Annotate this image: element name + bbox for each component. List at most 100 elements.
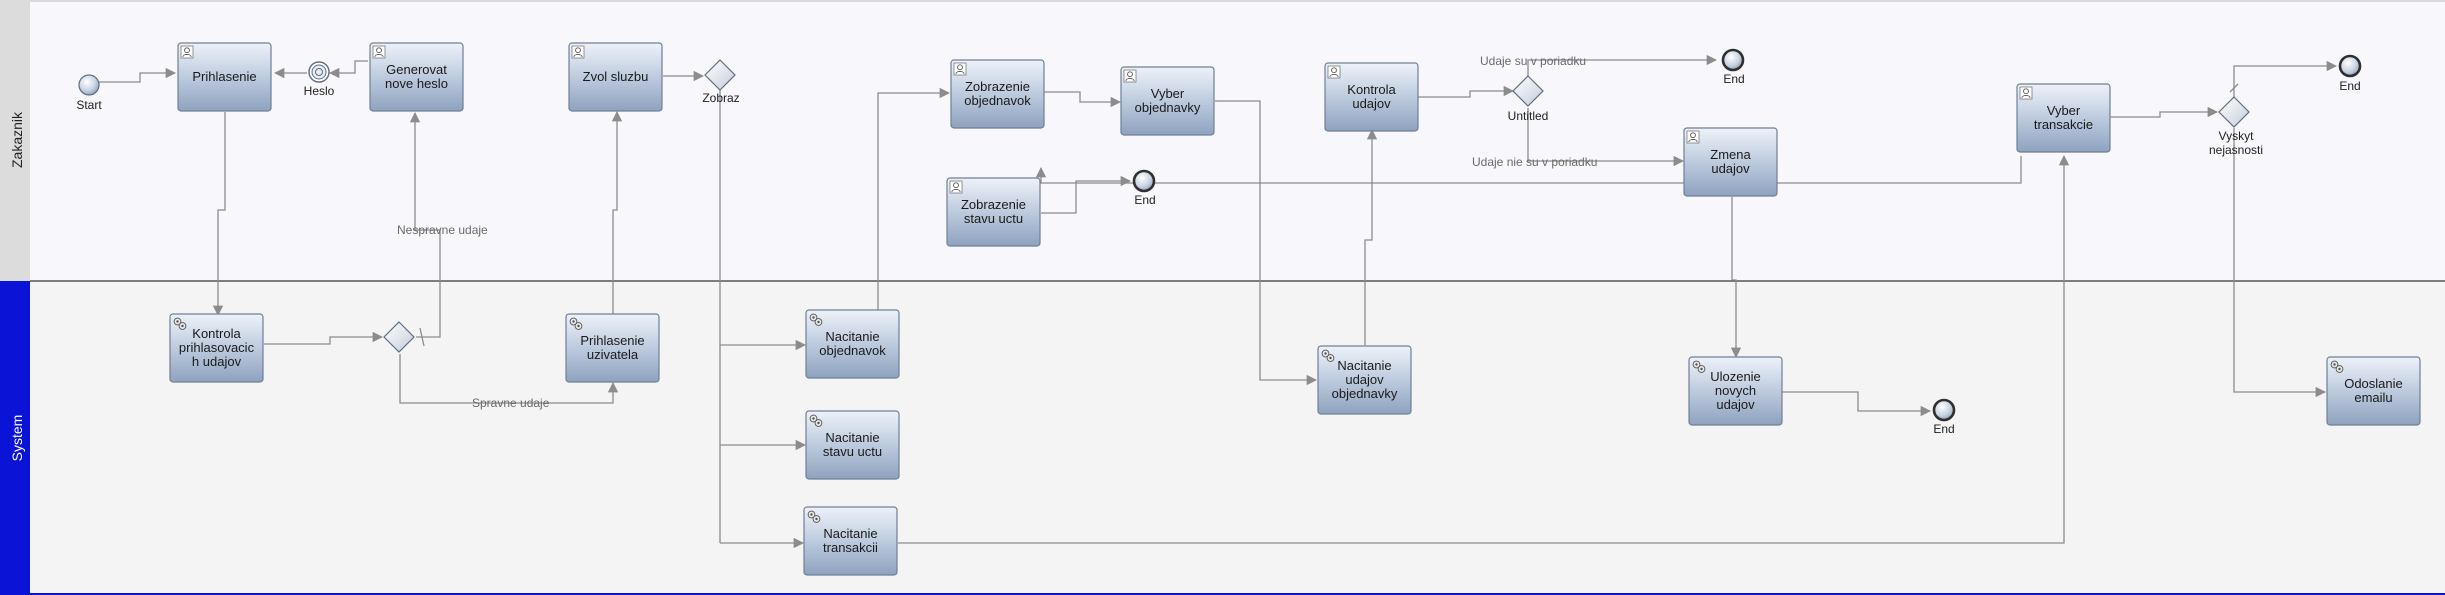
task-ulozenie-novych-udajov-label-1: Ulozenie	[1710, 369, 1761, 384]
gateway-zobraz-label: Zobraz	[702, 91, 739, 105]
task-prihlasenie-uzivatela-box	[565, 313, 660, 383]
flow-nacitanie-stav-zobrazenie[interactable]	[1035, 156, 2022, 184]
heslo-intermediate-event[interactable]: Heslo	[304, 61, 335, 98]
lane-zakaznik-title: Zakaznik	[9, 111, 25, 168]
flow-kontrola-gateway[interactable]	[264, 331, 384, 345]
end-event-udaje-circle	[1721, 48, 1745, 72]
flow-zobrazenie-stav-end[interactable]	[1041, 175, 1132, 214]
sequence-flows	[97, 54, 2338, 549]
task-ulozenie-novych-udajov-label-3: udajov	[1716, 397, 1755, 412]
task-kontrola-udajov-label-2: udajov	[1352, 96, 1391, 111]
flow-zmena-ulozenie[interactable]	[1730, 197, 1742, 359]
start-event-circle	[78, 74, 100, 96]
gateway-vyskyt-shape	[2218, 96, 2250, 128]
flow-untitled-end[interactable]	[1527, 54, 1718, 76]
user-task-icon	[949, 180, 963, 194]
task-generovat-heslo-label-2: nove heslo	[385, 76, 448, 91]
start-event[interactable]: Start	[76, 74, 102, 112]
end-event-udaje[interactable]: End	[1721, 48, 1745, 86]
flow-nacitanie-kontrola[interactable]	[1364, 128, 1378, 345]
end-event-ulozenie-circle	[1932, 398, 1956, 422]
flow-nacitanie-zobrazenie-obj[interactable]	[877, 87, 951, 310]
gateway-untitled-shape	[1512, 75, 1544, 107]
task-zvol-sluzbu[interactable]: Zvol sluzbu	[568, 42, 663, 112]
end-event-stav-circle	[1132, 169, 1156, 193]
flow-kontrola-untitled[interactable]	[1418, 85, 1515, 98]
task-prihlasenie[interactable]: Prihlasenie	[177, 42, 272, 112]
task-ulozenie-novych-udajov-box	[1688, 356, 1783, 426]
flow-generovat-heslo[interactable]	[328, 60, 368, 79]
user-task-icon	[571, 45, 585, 59]
flow-vyskyt-end[interactable]	[2233, 60, 2338, 97]
task-nacitanie-udajov-objednavky-label-3: objednavky	[1332, 386, 1398, 401]
task-vyber-objednavky-label-2: objednavky	[1135, 100, 1201, 115]
flow-untitled-zmena[interactable]	[1527, 108, 1685, 167]
user-task-icon	[1686, 130, 1700, 144]
flow-vyber-nacitanie-udajov[interactable]	[1215, 100, 1318, 386]
flow-prihlasenie-zvol[interactable]	[611, 110, 623, 314]
lane-zakaznik-header	[0, 0, 30, 281]
gateway-prihlasenie-check[interactable]	[383, 321, 415, 353]
end-event-vyskyt-circle	[2338, 54, 2362, 78]
flow-vyskyt-odoslanie[interactable]	[2233, 128, 2327, 398]
gateway-vyskyt[interactable]: Vyskyt nejasnosti	[2209, 96, 2263, 157]
task-zmena-udajov-label-1: Zmena	[1710, 147, 1751, 162]
task-zobrazenie-objednavok-label-1: Zobrazenie	[965, 79, 1030, 94]
task-zvol-sluzbu-label-1: Zvol sluzbu	[583, 69, 649, 84]
edge-label-nespravne: Nespravne udaje	[397, 223, 488, 237]
user-task-icon	[2019, 86, 2033, 100]
end-event-stav-label: End	[1134, 193, 1155, 207]
gateway-untitled[interactable]: Untitled	[1508, 75, 1549, 123]
task-zobrazenie-objednavok-label-2: objednavok	[964, 93, 1031, 108]
flow-prihlasenie-kontrola[interactable]	[212, 112, 226, 317]
flow-start-prihlasenie[interactable]	[97, 67, 177, 83]
flow-zobrazenie-vyber[interactable]	[1043, 91, 1122, 108]
task-zmena-udajov-label-2: udajov	[1711, 161, 1750, 176]
flow-ulozenie-end[interactable]	[1780, 391, 1932, 417]
flow-vyber-vyskyt[interactable]	[2110, 106, 2219, 118]
task-vyber-transakcie-label-2: transakcie	[2034, 117, 2093, 132]
task-prihlasenie-box	[177, 42, 272, 112]
task-nacitanie-stavu-uctu-box	[805, 410, 900, 480]
end-event-stav[interactable]: End	[1132, 169, 1156, 207]
task-kontrola-prihlasovacich-udajov-label-1: Kontrola	[192, 326, 241, 341]
end-event-ulozenie-label: End	[1933, 422, 1954, 436]
lane-system-header	[0, 281, 30, 595]
gateway-untitled-label: Untitled	[1508, 109, 1549, 123]
lane-system-bg	[0, 281, 2445, 595]
flow-gateway-prihlasenie-uzivatela[interactable]	[399, 354, 619, 404]
end-event-ulozenie[interactable]: End	[1932, 398, 1956, 436]
task-nacitanie-objednavok-box	[805, 309, 900, 379]
task-zobrazenie-stavu-uctu-label-1: Zobrazenie	[961, 197, 1026, 212]
task-prihlasenie-label-1: Prihlasenie	[192, 69, 256, 84]
task-kontrola-prihlasovacich-udajov-label-3: h udajov	[192, 354, 242, 369]
flow-gateway-generovat[interactable]	[409, 111, 441, 338]
user-task-icon	[1123, 69, 1137, 83]
edge-label-nie-v-poriadku: Udaje nie su v poriadku	[1472, 155, 1597, 169]
task-zmena-udajov-box	[1683, 127, 1778, 197]
flow-transakcie-vyber[interactable]	[898, 154, 2070, 544]
end-event-vyskyt[interactable]: End	[2338, 54, 2362, 93]
task-vyber-transakcie-box	[2016, 83, 2111, 153]
task-nacitanie-stavu-uctu-label-1: Nacitanie	[825, 430, 879, 445]
start-event-label: Start	[76, 98, 102, 112]
user-task-icon	[180, 45, 194, 59]
gateway-zobraz[interactable]: Zobraz	[702, 59, 740, 105]
